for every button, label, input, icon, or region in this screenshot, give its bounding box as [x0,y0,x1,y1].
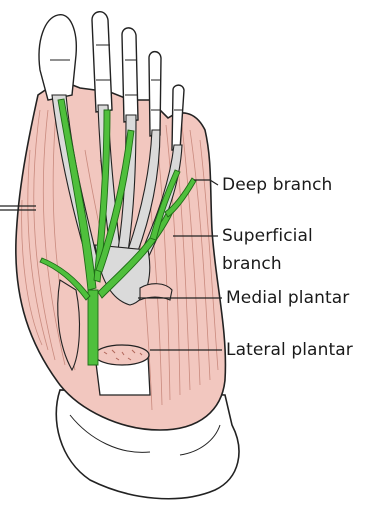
cut-muscle [95,345,150,395]
label-superficial-line1: Superficial [222,226,313,246]
label-medial-plantar: Medial plantar [226,288,349,308]
label-deep-branch: Deep branch [222,175,332,195]
label-lateral-plantar: Lateral plantar [226,340,353,360]
third-toe [122,28,138,122]
big-toe [39,15,76,100]
second-toe [92,12,112,112]
fourth-toe [149,52,161,136]
label-superficial-line2: branch [222,254,282,274]
